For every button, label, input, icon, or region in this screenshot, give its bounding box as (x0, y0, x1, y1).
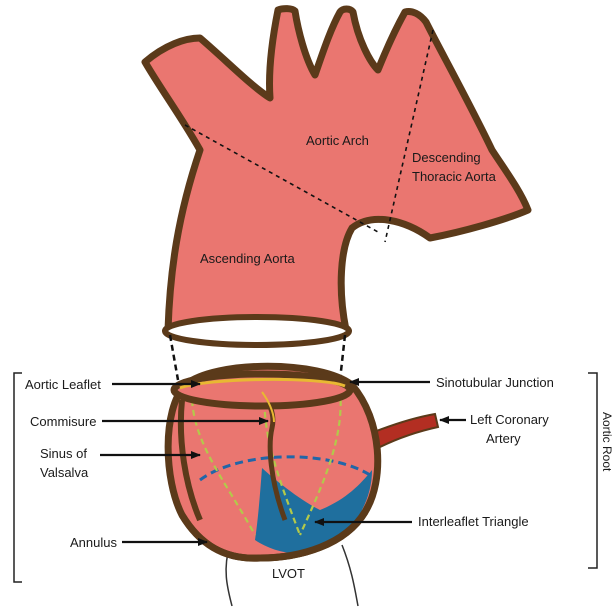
interleaflet-triangle-label: Interleaflet Triangle (418, 514, 529, 529)
sinotubular-junction-label: Sinotubular Junction (436, 375, 554, 390)
annulus-label: Annulus (70, 535, 117, 550)
left-bracket (14, 373, 22, 582)
right-bracket (588, 373, 597, 568)
sinus-label-2: Valsalva (40, 465, 89, 480)
left-coronary-label-2: Artery (486, 431, 521, 446)
ascending-ring (165, 317, 349, 345)
connector-right (340, 335, 345, 380)
lvot-label: LVOT (272, 566, 305, 581)
ascending-aorta-label: Ascending Aorta (200, 251, 295, 266)
sinus-label-1: Sinus of (40, 446, 87, 461)
left-coronary-artery (374, 414, 438, 448)
left-coronary-label-1: Left Coronary (470, 412, 549, 427)
aortic-arch-label: Aortic Arch (306, 133, 369, 148)
descending-aorta-label-1: Descending (412, 150, 481, 165)
commisure-label: Commisure (30, 414, 96, 429)
aortic-leaflet-label: Aortic Leaflet (25, 377, 101, 392)
connector-left (170, 335, 178, 380)
descending-aorta-label-2: Thoracic Aorta (412, 169, 497, 184)
lvot-right-wall (342, 545, 358, 606)
aortic-root-label: Aortic Root (600, 412, 613, 472)
